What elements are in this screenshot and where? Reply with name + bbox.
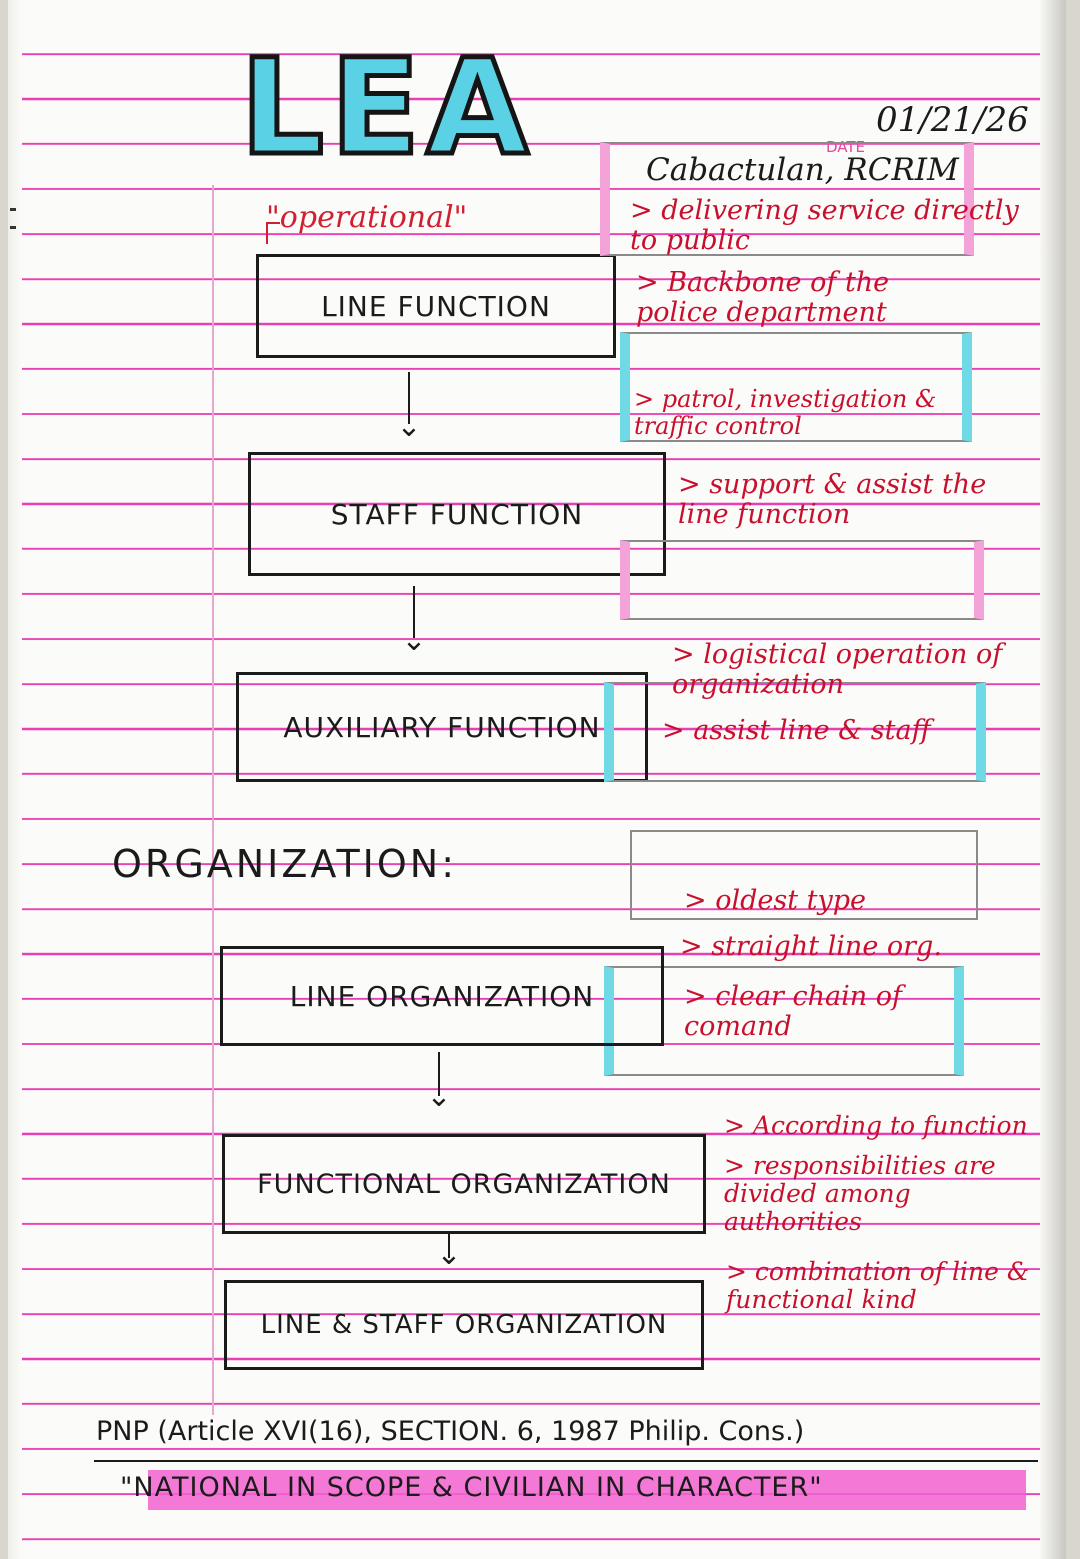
functional-organization-note: > responsibilities are divided among aut… <box>724 1151 996 1236</box>
bracket-mark <box>266 222 268 244</box>
pnp-character-quote: "NATIONAL IN SCOPE & CIVILIAN IN CHARACT… <box>120 1472 823 1503</box>
author-name: Cabactulan, RCRIM <box>646 152 959 188</box>
page-title: LEA <box>237 31 535 185</box>
arrow-down-icon: ⌄ <box>436 1237 462 1272</box>
auxiliary-function-note: > assist line & staff <box>662 715 931 746</box>
functional-organization-box: FUNCTIONAL ORGANIZATION <box>222 1134 706 1234</box>
binding-hole <box>10 226 16 229</box>
notebook-page: LEA DATE 01/21/26 Cabactulan, RCRIM "ope… <box>8 0 1066 1559</box>
line-function-note: > delivering service directly to public <box>630 195 1019 257</box>
quote-highlight <box>148 1470 1026 1510</box>
flow-arrow-shaft <box>413 586 415 638</box>
line-staff-organization-label: LINE & STAFF ORGANIZATION <box>260 1310 668 1340</box>
date-value: 01/21/26 <box>876 100 1029 140</box>
line-staff-organization-box: LINE & STAFF ORGANIZATION <box>224 1280 704 1370</box>
staff-function-box: STAFF FUNCTION <box>248 452 666 576</box>
flow-arrow-shaft <box>438 1052 440 1096</box>
functional-organization-label: FUNCTIONAL ORGANIZATION <box>257 1168 671 1200</box>
line-function-note: > patrol, investigation & traffic contro… <box>634 385 937 440</box>
staff-function-note: > support & assist the line function <box>678 469 987 531</box>
arrow-down-icon: ⌄ <box>401 623 427 658</box>
line-organization-note: > straight line org. <box>680 931 942 962</box>
bracket-mark <box>266 222 280 224</box>
operational-label: "operational" <box>266 200 468 235</box>
auxiliary-function-label: AUXILIARY FUNCTION <box>283 710 601 744</box>
line-organization-note: > clear chain of comand <box>684 981 902 1043</box>
line-staff-organization-note: > combination of line & functional kind <box>726 1257 1030 1314</box>
binding-edge <box>8 0 22 1559</box>
note-highlight-frame <box>600 142 974 256</box>
line-function-note: > Backbone of the police department <box>636 267 890 329</box>
auxiliary-function-box: AUXILIARY FUNCTION <box>236 672 648 782</box>
reference-underline <box>94 1460 1038 1462</box>
binding-hole <box>10 208 16 211</box>
line-function-box: LINE FUNCTION <box>256 254 616 358</box>
auxiliary-function-note: > logistical operation of organization <box>672 639 1003 701</box>
line-organization-label: LINE ORGANIZATION <box>289 979 595 1013</box>
note-highlight-frame <box>620 332 972 442</box>
margin-line <box>212 185 214 1415</box>
flow-arrow-shaft <box>408 372 410 424</box>
functional-organization-note: > According to function <box>724 1111 1028 1140</box>
constitution-reference: PNP (Article XVI(16), SECTION. 6, 1987 P… <box>96 1416 805 1447</box>
note-highlight-frame <box>630 830 978 920</box>
line-organization-note: > oldest type <box>684 885 867 916</box>
flow-arrow-shaft <box>448 1234 450 1258</box>
organization-heading: ORGANIZATION: <box>112 842 458 886</box>
page-edge-shadow <box>1040 0 1066 1559</box>
line-function-label: LINE FUNCTION <box>321 289 551 323</box>
arrow-down-icon: ⌄ <box>396 409 422 444</box>
line-organization-box: LINE ORGANIZATION <box>220 946 664 1046</box>
note-highlight-frame <box>620 540 984 620</box>
note-highlight-frame <box>604 966 964 1076</box>
note-highlight-frame <box>604 682 986 782</box>
staff-function-label: STAFF FUNCTION <box>330 497 584 531</box>
arrow-down-icon: ⌄ <box>426 1079 452 1114</box>
